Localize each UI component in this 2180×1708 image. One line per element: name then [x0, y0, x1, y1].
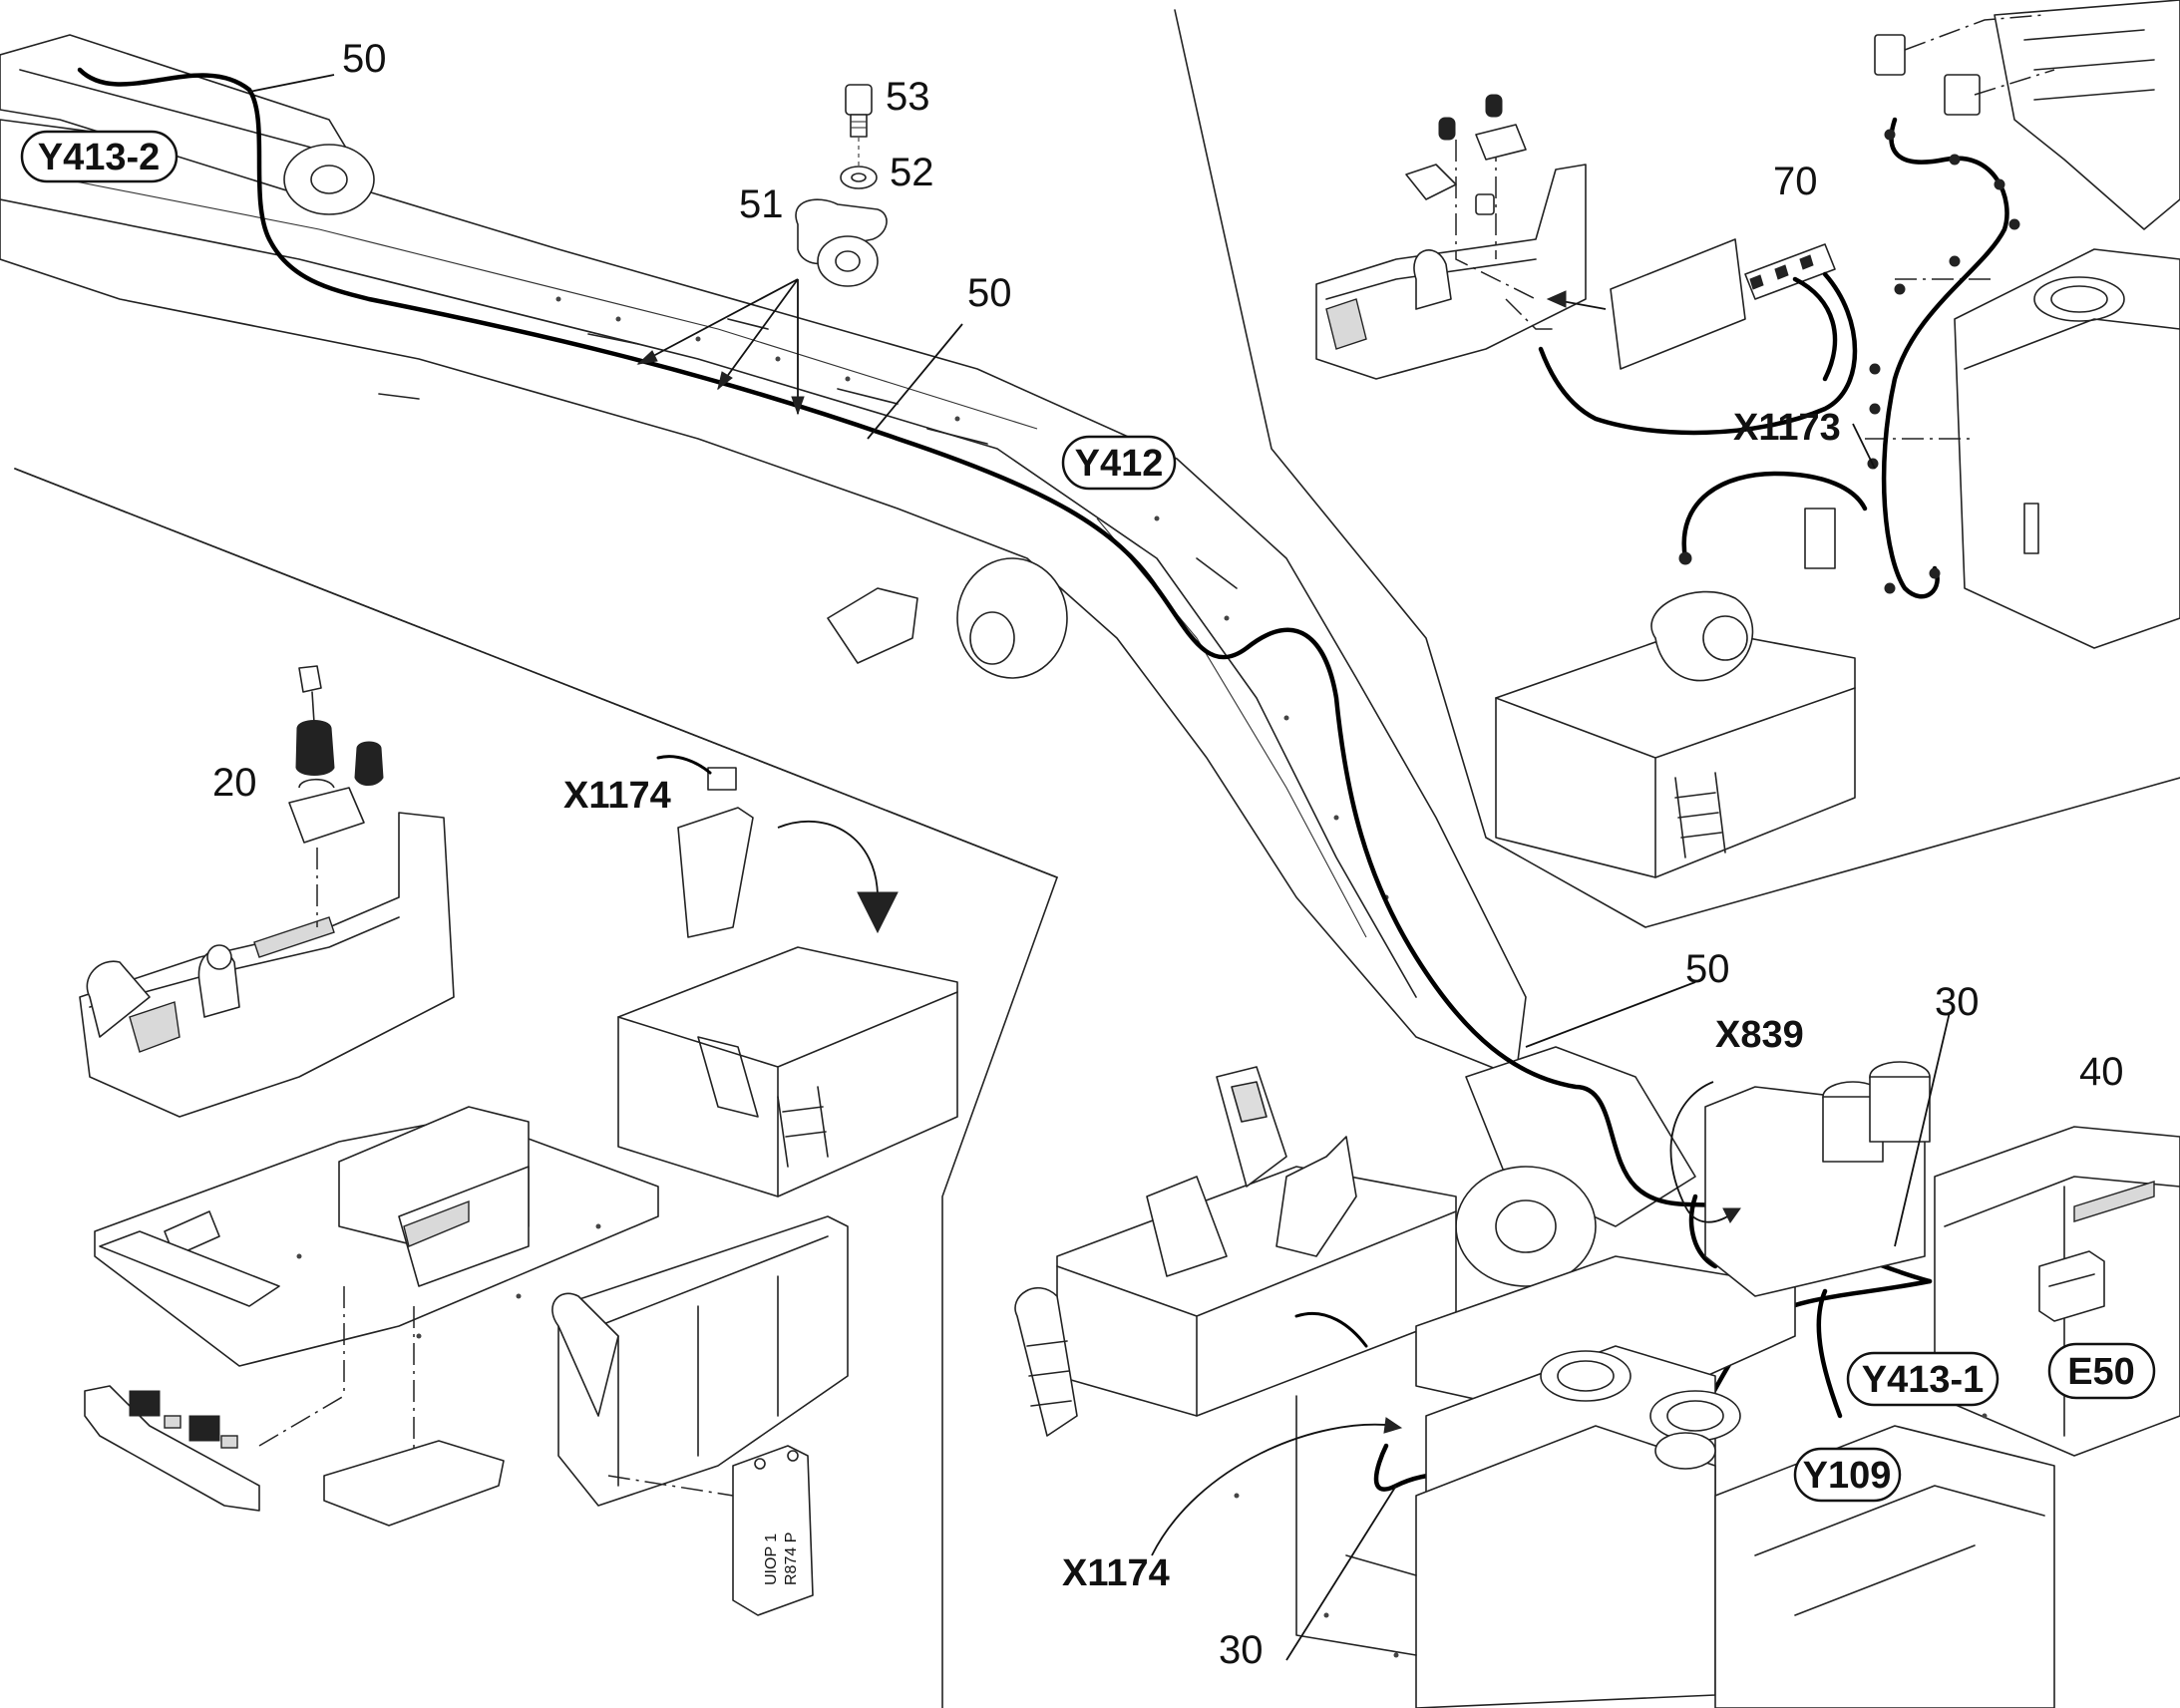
tag-x1174-bottom: X1174 — [1062, 1552, 1170, 1594]
tag-x839: X839 — [1715, 1014, 1804, 1056]
flat-control-unit — [323, 1440, 505, 1527]
inset-electronics-block — [1994, 0, 2180, 230]
tag-y412-outline — [1061, 435, 1177, 491]
tag-x1173: X1173 — [1733, 407, 1841, 449]
circuit-board-70 — [1610, 238, 1746, 370]
label-50-mid: 50 — [967, 271, 1012, 315]
label-50-low: 50 — [1685, 947, 1730, 991]
switch-button — [354, 741, 384, 786]
y109-branch-cable — [1816, 1288, 1843, 1419]
operator-seat — [1275, 1136, 1357, 1257]
divider-right-top — [1174, 9, 2180, 928]
label-53: 53 — [886, 75, 930, 119]
inset-top-right — [1315, 0, 2180, 878]
label-52: 52 — [890, 151, 934, 194]
tag-e50-outline — [2047, 1342, 2156, 1400]
upper-carriage — [1014, 1061, 2180, 1708]
ignition-key — [298, 665, 322, 693]
label-50-top: 50 — [342, 37, 387, 81]
tag-y413-1: Y413-1 — [1862, 1359, 1985, 1401]
relay-bracket — [84, 1385, 260, 1512]
numeric-labels: 50 53 52 51 50 70 20 50 30 40 30 — [212, 37, 2124, 1672]
e50-unit — [2038, 1250, 2105, 1322]
tag-y412: Y412 — [1075, 443, 1164, 485]
uiop-module — [732, 1445, 814, 1616]
terminal-strip-70 — [1744, 243, 1836, 300]
label-30-bottom: 30 — [1219, 1628, 1264, 1672]
divider-left-bottom — [941, 876, 1058, 1708]
carriage-center-frame — [1415, 1255, 1796, 1427]
inset-left-platform: UIOP 1 R874 P — [84, 755, 958, 1616]
frame-assembly — [557, 1215, 849, 1507]
uiop-module-text-1: UIOP 1 — [763, 1534, 780, 1585]
boom-slots — [378, 318, 1238, 589]
boom-body — [0, 119, 1527, 1078]
tag-x1174-mid: X1174 — [563, 775, 671, 817]
tag-y413-1-outline — [1846, 1351, 1999, 1407]
x1174-bracket — [677, 807, 754, 938]
leader-lines — [248, 74, 1951, 1661]
connector-tags: Y413-2 Y412 X1173 X1174 X839 Y413-1 E50 … — [20, 130, 2156, 1594]
label-51: 51 — [739, 182, 784, 226]
harness-clips — [1867, 129, 2020, 594]
x1174-connector — [707, 767, 737, 791]
tag-e50: E50 — [2067, 1351, 2135, 1393]
boom-pivot-boss — [956, 557, 1068, 679]
label-40: 40 — [2079, 1050, 2124, 1094]
seat-box — [617, 946, 958, 1197]
label-20: 20 — [212, 761, 257, 805]
boom-bolt-dots — [555, 296, 1389, 900]
clamp-hardware — [636, 84, 888, 416]
tag-y109-outline — [1793, 1447, 1902, 1503]
screw-53-head — [845, 84, 873, 116]
boom-sensor — [827, 587, 918, 664]
main-harness-cable — [77, 67, 1933, 1284]
label-30-right: 30 — [1935, 980, 1980, 1024]
clamp-51 — [795, 198, 888, 265]
label-70: 70 — [1773, 160, 1818, 203]
region-dividers — [14, 9, 2180, 1708]
uiop-module-text-2: R874 P — [783, 1533, 800, 1585]
inset-left-console — [79, 665, 455, 1118]
tag-y413-2-outline — [20, 130, 179, 183]
inset-hydraulic-tank — [1954, 248, 2180, 649]
tag-y109: Y109 — [1803, 1455, 1892, 1497]
left-console-body — [79, 812, 455, 1118]
key-switch — [295, 720, 335, 776]
tag-y413-2: Y413-2 — [38, 137, 161, 178]
